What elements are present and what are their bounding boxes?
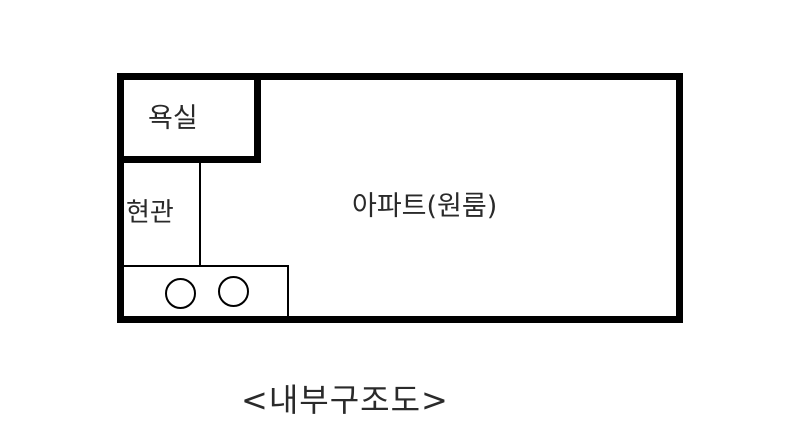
entrance-divider-line <box>199 162 201 267</box>
circle-fixture-icon <box>165 278 196 309</box>
diagram-caption: <내부구조도> <box>241 381 449 419</box>
entrance-label: 현관 <box>126 198 174 228</box>
shoe-cabinet <box>123 265 289 317</box>
bathroom-walls <box>117 73 261 163</box>
bathroom-label: 욕실 <box>148 103 198 134</box>
circle-fixture-icon <box>218 276 249 307</box>
main-room-label: 아파트(원룸) <box>352 191 498 222</box>
apartment-outer-wall <box>117 73 683 323</box>
